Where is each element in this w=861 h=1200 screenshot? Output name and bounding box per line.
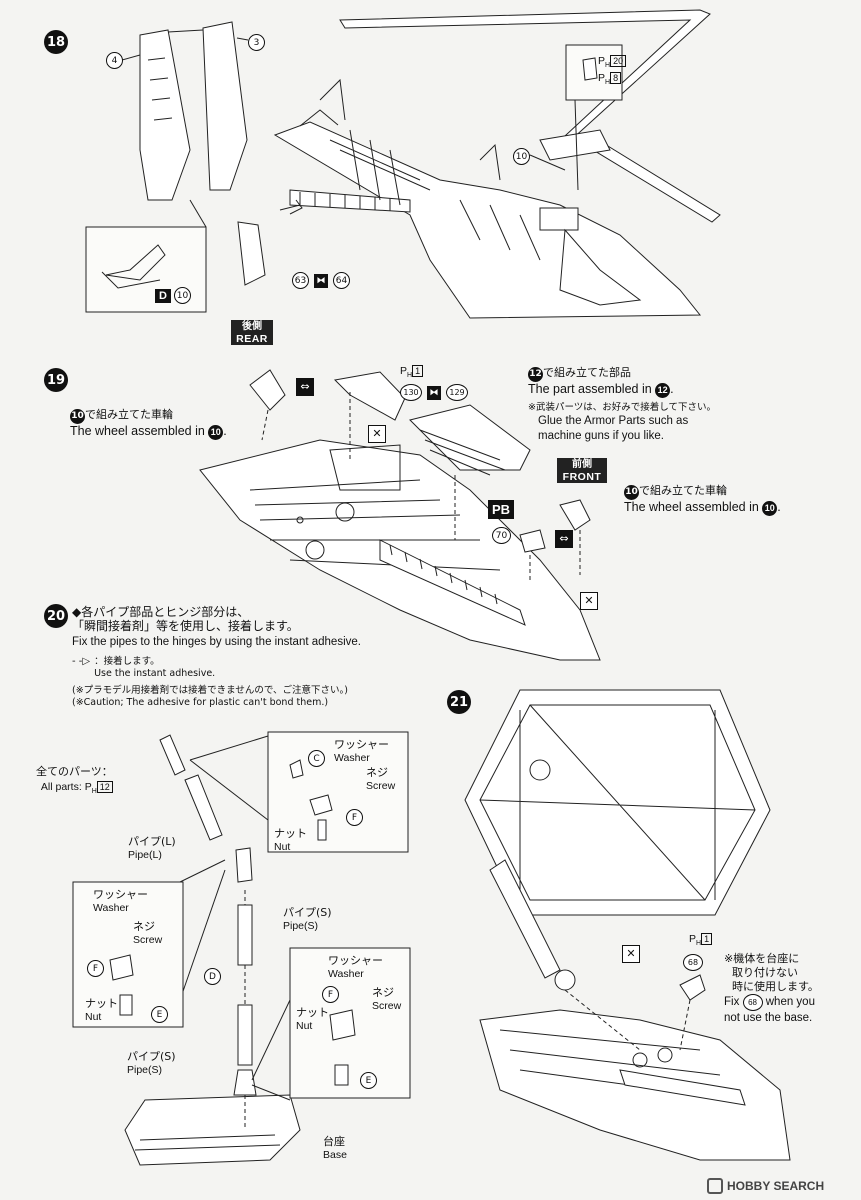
pair-symbol-icon: ⧓ — [427, 385, 441, 400]
ref-12-icon: 12 — [528, 366, 543, 382]
wheel-rear-jp: で組み立てた車輪 — [85, 408, 173, 421]
callout-3: 3 — [248, 34, 265, 51]
hobby-search-logo-icon — [707, 1178, 723, 1194]
step21-base-frame — [464, 689, 791, 1161]
front-jp: 前側 — [572, 459, 592, 470]
front-tag: 前側 FRONT — [557, 458, 607, 483]
part-f-right: F — [322, 986, 339, 1003]
inset-top-labels: C ワッシャー Washer ネジ Screw F ナット Nut — [274, 738, 396, 853]
armor-en1: Glue the Armor Parts such as — [538, 414, 689, 427]
ref-10-icon-en: 10 — [208, 424, 224, 440]
caution-en: (※Caution; The adhesive for plastic can'… — [72, 697, 329, 708]
step-21-number: 21 — [447, 690, 471, 714]
wheel-front-en: The wheel assembled in — [624, 499, 759, 514]
step20-instructions: ◆各パイプ部品とヒンジ部分は、 「瞬間接着剤」等を使用し、接着します。 Fix … — [72, 605, 361, 709]
part-f-top: F — [346, 809, 363, 826]
part-c: C — [308, 750, 325, 767]
part-d-letter: D — [155, 288, 171, 303]
part12-jp: で組み立てた部品 — [543, 366, 631, 379]
wheel-front-note: 10で組み立てた車輪 The wheel assembled in 10. — [624, 484, 781, 516]
arrow-jp: ：接着します。 — [94, 656, 160, 667]
part-e-left: E — [151, 1006, 168, 1023]
base-label: 台座 Base — [323, 1135, 347, 1161]
pair-symbol-icon: ⧓ — [314, 273, 328, 288]
s20-jp1: ◆各パイプ部品とヒンジ部分は、 — [72, 605, 250, 619]
s20-en1: Fix the pipes to the hinges by using the… — [72, 636, 361, 648]
watermark: HOBBY SEARCH — [707, 1178, 824, 1194]
part-d-circle: D — [204, 968, 221, 985]
ref-12-icon-en: 12 — [655, 382, 671, 398]
step-19-number: 19 — [44, 368, 68, 392]
ref-10-icon-front-en: 10 — [762, 500, 778, 516]
callout-10: 10 — [513, 148, 530, 165]
arrow-en: Use the instant adhesive. — [94, 668, 216, 679]
part-d10-label: D 10 — [155, 287, 191, 304]
dashed-arrow-icon: - -▷ — [72, 656, 91, 667]
wheel-rear-en: The wheel assembled in — [70, 423, 205, 438]
rear-tag: 後側 REAR — [231, 320, 273, 345]
glue-icon: ✕ — [368, 425, 386, 443]
part-129: 129 — [446, 384, 468, 402]
part12-note: 12で組み立てた部品 The part assembled in 12. ※武装… — [528, 366, 716, 442]
pipe-s-label-1: パイプ(S) Pipe(S) — [283, 906, 332, 932]
swap-icon: ⇔ — [296, 378, 314, 396]
step19-body — [199, 369, 601, 661]
part12-en: The part assembled in — [528, 381, 652, 396]
part-70: 70 — [492, 527, 511, 544]
rear-jp: 後側 — [242, 321, 262, 332]
part-10: 10 — [173, 287, 191, 304]
rear-en: REAR — [236, 333, 268, 345]
armor-jp: ※武装パーツは、お好みで接着して下さい。 — [528, 401, 716, 413]
callout-4: 4 — [106, 52, 123, 69]
glue-icon-3: ✕ — [622, 945, 640, 963]
part-63: 63 — [292, 272, 309, 289]
pipe-s-label-2: パイプ(S) Pipe(S) — [127, 1050, 176, 1076]
part-64: 64 — [333, 272, 350, 289]
ref-68: 68 — [742, 994, 763, 1011]
inset-left-labels: ワッシャー Washer ネジ Screw F ナット Nut E — [73, 882, 183, 1027]
step20-inset-top — [267, 731, 409, 853]
step-20-number: 20 — [44, 604, 68, 628]
ph8: 8 — [610, 72, 622, 85]
pipe-l-label: パイプ(L) Pipe(L) — [128, 835, 176, 861]
step18-tail-fins — [121, 21, 249, 201]
part-63-64: 63 ⧓ 64 — [292, 272, 350, 289]
ph12: 12 — [96, 781, 113, 793]
ref-10-icon: 10 — [70, 408, 85, 424]
part-68: 68 — [683, 954, 703, 972]
step18-helicopter — [273, 9, 721, 319]
step20-stand — [124, 734, 301, 1166]
inset-right-labels: ワッシャー Washer ネジ Screw F ナット Nut E — [290, 948, 410, 1098]
part-130: 130 — [400, 384, 422, 402]
part-e-right: E — [360, 1072, 377, 1089]
allparts-en: All parts: — [40, 781, 82, 793]
step-18-number: 18 — [44, 30, 68, 54]
ph20: 20 — [610, 55, 627, 67]
pb-label: PB — [488, 500, 515, 519]
caution-jp: (※プラモデル用接着剤では接着できませんので、ご注意下さい。) — [72, 685, 348, 696]
ph1-19: 1 — [412, 365, 424, 377]
glue-icon-2: ✕ — [580, 592, 598, 610]
s20-jp2: 「瞬間接着剤」等を使用し、接着します。 — [72, 619, 299, 633]
wheel-rear-note: 10で組み立てた車輪 The wheel assembled in 10. — [70, 408, 227, 440]
ref-10-icon-front: 10 — [624, 484, 639, 500]
wheel-front-jp: で組み立てた車輪 — [639, 484, 727, 497]
allparts-jp: 全てのパーツ： — [36, 765, 113, 778]
front-en: FRONT — [562, 471, 602, 483]
armor-en2: machine guns if you like. — [538, 429, 664, 442]
step21-note-text: ※機体を台座に 取り付けない 時に使用します。 Fix 68 when you … — [724, 952, 819, 1024]
part-f-left: F — [87, 960, 104, 977]
swap-icon-front: ⇔ — [555, 530, 573, 548]
ph1-21: 1 — [701, 933, 713, 945]
